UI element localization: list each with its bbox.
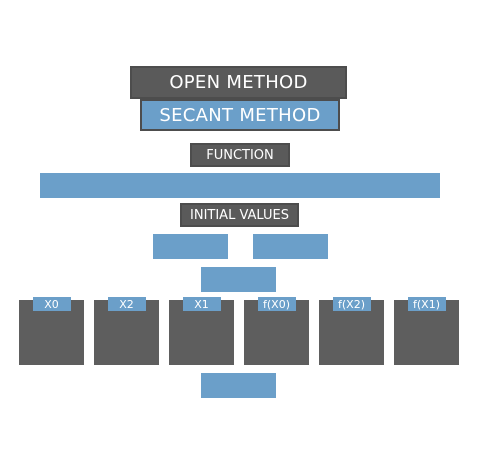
result-box-fx2: f(X2)	[319, 297, 384, 365]
result-label-x1: X1	[182, 297, 221, 311]
result-value-x1	[169, 316, 234, 365]
result-box-x2: X2	[94, 297, 159, 365]
result-box-x0: X0	[19, 297, 84, 365]
initial-x1-input[interactable]	[253, 234, 328, 259]
result-box-fx1: f(X1)	[394, 297, 459, 365]
result-label-fx0: f(X0)	[257, 297, 296, 311]
secant-method-title: SECANT METHOD	[140, 99, 340, 131]
initial-x0-input[interactable]	[153, 234, 228, 259]
result-value-x0	[19, 316, 84, 365]
open-method-title: OPEN METHOD	[130, 66, 347, 99]
result-label-fx1: f(X1)	[407, 297, 446, 311]
result-box-fx0: f(X0)	[244, 297, 309, 365]
result-box-x1: X1	[169, 297, 234, 365]
result-value-fx0	[244, 316, 309, 365]
result-label-x2: X2	[107, 297, 146, 311]
result-label-x0: X0	[32, 297, 71, 311]
result-value-fx2	[319, 316, 384, 365]
compute-button[interactable]	[201, 267, 276, 292]
reset-button[interactable]	[201, 373, 276, 398]
result-value-x2	[94, 316, 159, 365]
result-label-fx2: f(X2)	[332, 297, 371, 311]
result-value-fx1	[394, 316, 459, 365]
initial-values-label: INITIAL VALUES	[180, 203, 299, 227]
function-label: FUNCTION	[190, 143, 290, 167]
function-input[interactable]	[40, 173, 440, 198]
